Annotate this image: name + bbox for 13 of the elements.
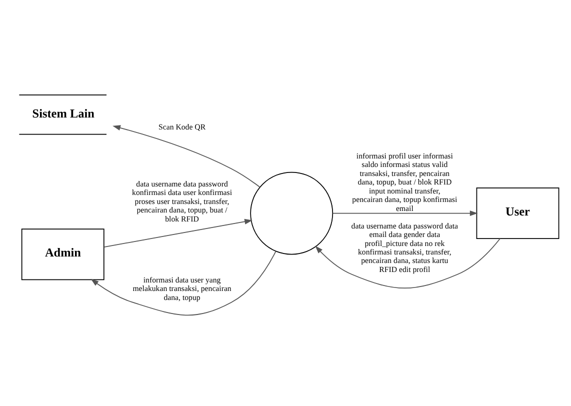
edge-label: data username data password konfirmasi data user konfirmasi proses user transaksi, transfer, pencairan dana, topup, buat / blok RFID [132, 178, 232, 223]
node-text: Sistem Lain [32, 106, 94, 120]
arrow [332, 210, 478, 216]
edge-label: informasi data user yang melakukan transaksi, pencairan dana, topup [132, 274, 232, 302]
node-box: User [476, 187, 560, 239]
edge-label: informasi profil user informasi saldo informasi status valid transaksi, transfer, pencairan dana, topup, buat / blok RFID input nominal transfer, pencairan dana, topup konfirmasi email [352, 150, 458, 212]
arrow [315, 238, 500, 288]
node-box: Admin [21, 228, 104, 280]
arrow [104, 218, 252, 247]
arrow [112, 124, 260, 187]
arrow [90, 250, 276, 316]
edge-label: data username data password data email data gender data profil_picture data no rek konfirmasi transaksi, transfer, pencairan dana, status kartu RFID edit profil [351, 220, 458, 274]
edge-label: Scan Kode QR [158, 122, 206, 132]
